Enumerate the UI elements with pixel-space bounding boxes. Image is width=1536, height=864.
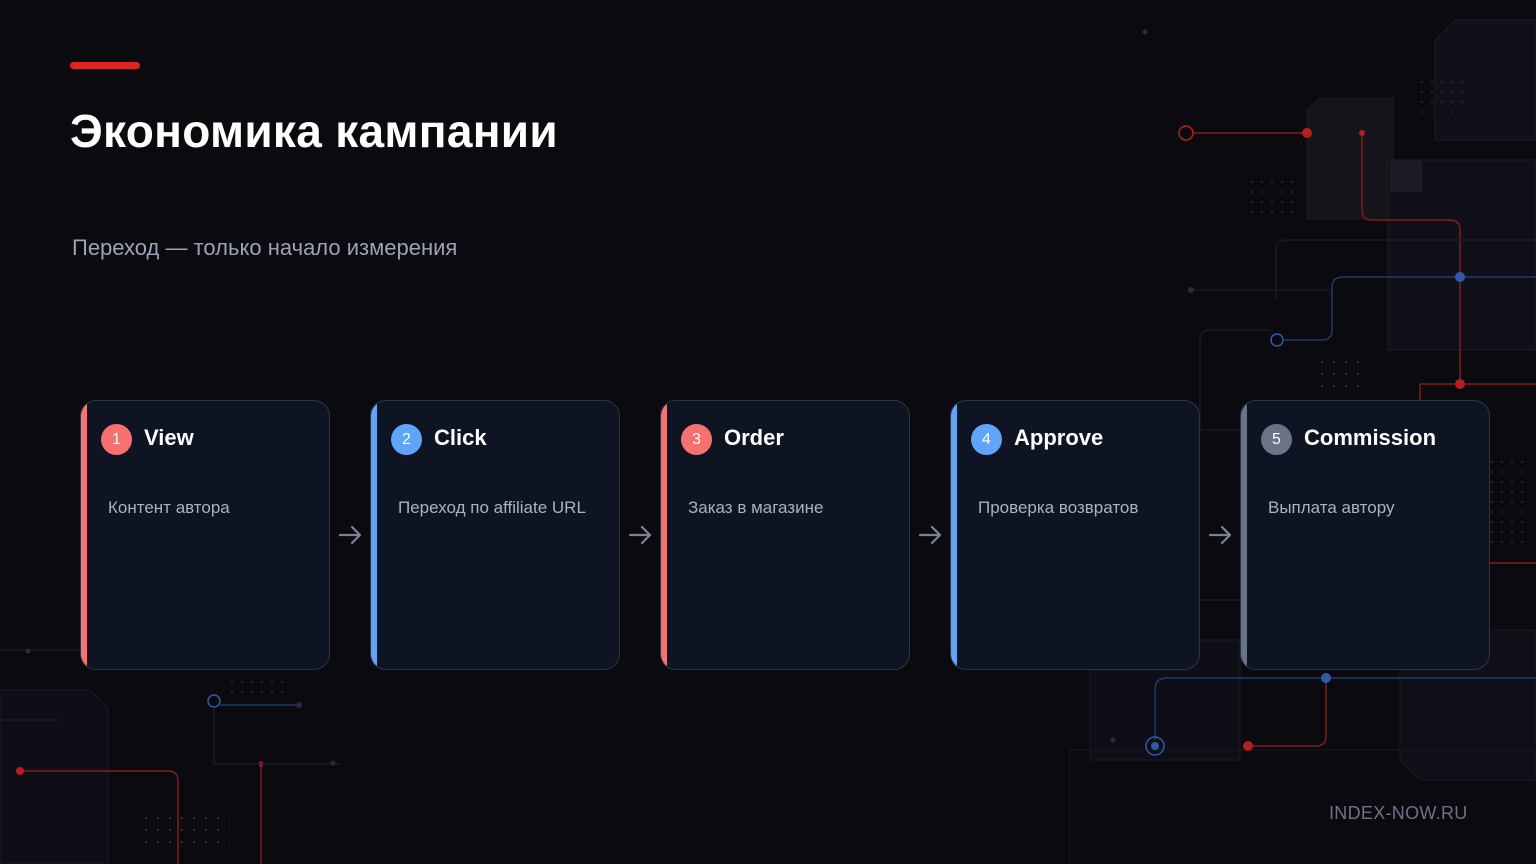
step-description: Проверка возвратов	[978, 498, 1139, 517]
step-number-badge: 1	[101, 424, 132, 455]
title-accent-bar	[70, 62, 140, 69]
step-label: Click	[434, 425, 487, 450]
step-accent-stripe	[951, 401, 957, 669]
step-accent-stripe	[371, 401, 377, 669]
arrow-right-icon	[338, 525, 362, 545]
footer-site: INDEX-NOW.RU	[1329, 803, 1468, 823]
step-number-badge: 3	[681, 424, 712, 455]
step-number-badge: 5	[1261, 424, 1292, 455]
step-number-badge: 4	[971, 424, 1002, 455]
step-accent-stripe	[661, 401, 667, 669]
slide-subtitle: Переход — только начало измерения	[72, 235, 458, 260]
step-accent-stripe	[81, 401, 87, 669]
step-description: Контент автора	[108, 498, 230, 517]
arrow-right-icon	[628, 525, 652, 545]
step-label: Approve	[1014, 425, 1104, 450]
step-description: Переход по affiliate URL	[398, 498, 586, 517]
arrow-right-icon	[918, 525, 942, 545]
step-label: View	[144, 425, 194, 450]
slide-title: Экономика кампании	[70, 105, 558, 157]
arrow-right-icon	[1208, 525, 1232, 545]
step-accent-stripe	[1241, 401, 1247, 669]
step-description: Заказ в магазине	[688, 498, 824, 517]
step-number-badge: 2	[391, 424, 422, 455]
step-description: Выплата автору	[1268, 498, 1395, 517]
step-label: Order	[724, 425, 784, 450]
step-label: Commission	[1304, 425, 1437, 450]
